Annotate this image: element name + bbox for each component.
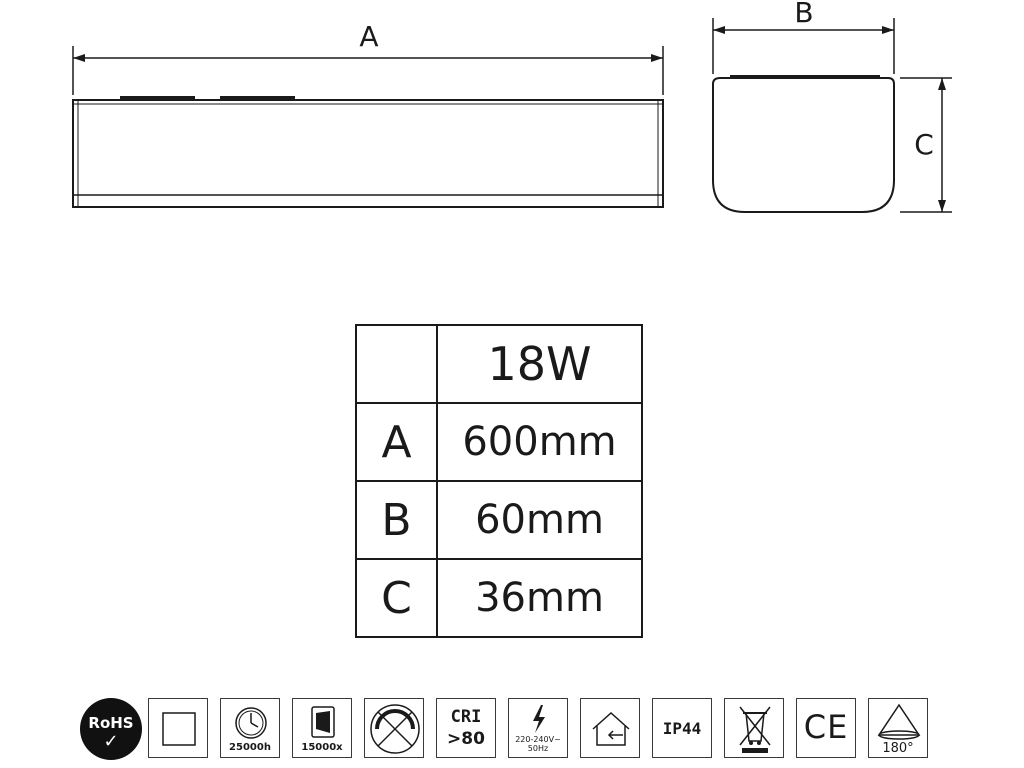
table-row: C 36mm — [355, 558, 643, 638]
no-dimming-icon — [364, 698, 424, 758]
side-view — [712, 75, 895, 213]
table-row: A 600mm — [355, 402, 643, 482]
dimension-label-b: B — [794, 0, 813, 29]
beam-angle-caption: 180° — [882, 741, 914, 756]
voltage-icon: 220-240V~ 50Hz — [508, 698, 568, 758]
voltage-text: 220-240V~ — [515, 735, 561, 744]
row-key: C — [355, 558, 438, 638]
table-row: B 60mm — [355, 480, 643, 560]
beam-angle-icon: 180° — [868, 698, 928, 758]
weee-disposal-icon — [724, 698, 784, 758]
row-key: B — [355, 480, 438, 560]
front-view — [72, 96, 664, 208]
ip-rating-text: IP44 — [662, 719, 702, 738]
row-value: 60mm — [436, 480, 643, 560]
spec-table: 18W A 600mm B 60mm C 36mm — [355, 324, 643, 638]
frequency-text: 50Hz — [527, 744, 549, 753]
lifetime-clock-icon: 25000h — [220, 698, 280, 758]
ce-mark-text: CE — [803, 708, 849, 746]
dimension-a — [72, 46, 664, 95]
table-header-row: 18W — [355, 324, 643, 404]
square-shape-icon — [148, 698, 208, 758]
dimension-c — [900, 77, 952, 213]
rohs-text: RoHS — [88, 714, 134, 732]
table-corner-cell — [355, 324, 438, 404]
row-value: 36mm — [436, 558, 643, 638]
rohs-badge: RoHS ✓ — [80, 698, 142, 760]
technical-drawing: A B C — [72, 0, 952, 213]
dimension-b — [712, 18, 895, 74]
row-value: 600mm — [436, 402, 643, 482]
dimension-label-c: C — [914, 128, 934, 161]
dimension-label-a: A — [359, 20, 378, 53]
indoor-use-icon — [580, 698, 640, 758]
check-icon: ✓ — [103, 731, 119, 752]
switch-cycles-caption: 15000x — [301, 742, 343, 753]
power-header: 18W — [436, 324, 643, 404]
lifetime-caption: 25000h — [229, 742, 271, 753]
ce-mark-icon: CE — [796, 698, 856, 758]
row-key: A — [355, 402, 438, 482]
cri-label: CRI — [450, 707, 482, 727]
switch-cycles-icon: 15000x — [292, 698, 352, 758]
cri-value: >80 — [447, 729, 485, 749]
ip-rating-icon: IP44 — [652, 698, 712, 758]
cri-icon: CRI >80 — [436, 698, 496, 758]
